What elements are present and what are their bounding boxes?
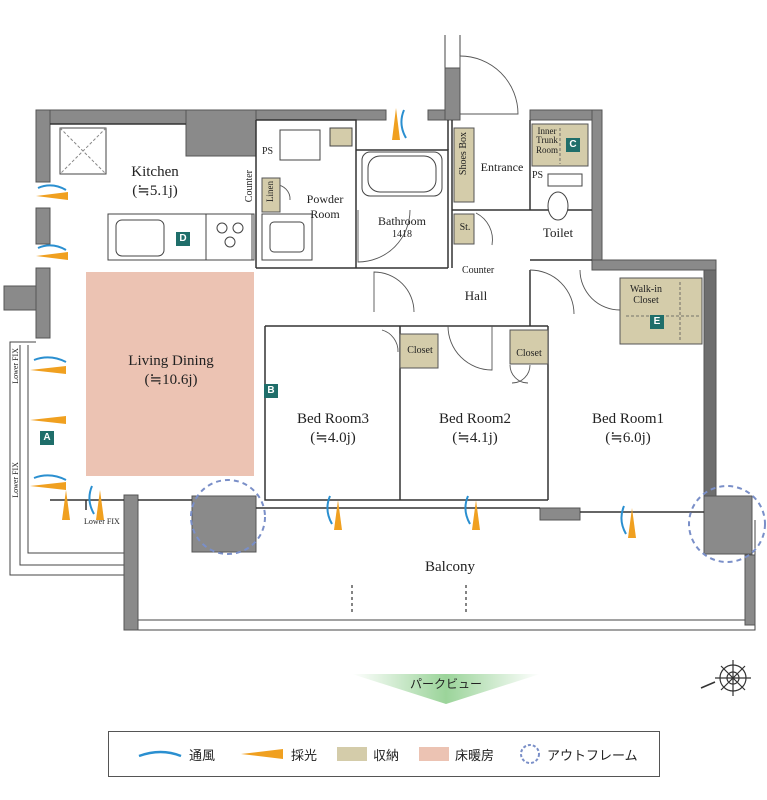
tag-e: E xyxy=(650,315,664,329)
legend-label-outframe: アウトフレーム xyxy=(547,748,638,764)
walk-in-closet-label: Walk-in Closet xyxy=(630,284,662,306)
outframe-marker-right xyxy=(688,485,766,563)
ps-label-powder: PS xyxy=(262,146,274,157)
light-marker xyxy=(334,500,342,530)
living-dining-size: (≒10.6j) xyxy=(144,371,198,388)
wind-marker xyxy=(37,184,67,191)
park-view: パークビュー xyxy=(352,672,540,702)
wind-marker xyxy=(88,485,95,515)
kitchen-size: (≒5.1j) xyxy=(132,182,178,199)
wind-marker xyxy=(33,474,67,481)
bed-room2-size: (≒4.1j) xyxy=(452,429,498,446)
closet-label-bed3: Closet xyxy=(407,345,433,356)
kitchen-label: Kitchen (≒5.1j) xyxy=(110,163,200,201)
light-marker xyxy=(472,500,480,530)
wind-marker xyxy=(33,356,67,363)
storage-swatch xyxy=(337,747,367,761)
light-marker xyxy=(30,416,66,424)
bed-room1-label: Bed Room1 (≒6.0j) xyxy=(568,410,688,448)
park-view-arrow xyxy=(352,674,540,704)
tag-a: A xyxy=(40,431,54,445)
entrance-label: Entrance xyxy=(480,160,524,174)
wind-icon xyxy=(138,750,182,758)
lower-fix-label-3: Lower FIX xyxy=(84,517,120,526)
light-marker xyxy=(628,508,636,538)
hall-label: Hall xyxy=(464,288,488,303)
light-marker xyxy=(96,490,104,520)
bathroom-name: Bathroom xyxy=(378,214,426,228)
light-marker xyxy=(36,192,68,200)
bed-room2-label: Bed Room2 (≒4.1j) xyxy=(414,410,536,448)
bed-room3-size: (≒4.0j) xyxy=(310,429,356,446)
floor-heating-swatch xyxy=(419,747,449,761)
linen-label: Linen xyxy=(265,181,275,202)
wind-marker xyxy=(37,244,67,251)
wind-marker xyxy=(400,109,407,139)
tag-d: D xyxy=(176,232,190,246)
ps-label-toilet: PS xyxy=(532,170,544,181)
wind-marker xyxy=(620,505,627,535)
tag-b: B xyxy=(264,384,278,398)
tag-c: C xyxy=(566,138,580,152)
legend-item-wind: 通風 xyxy=(137,732,215,776)
bed-room3-label: Bed Room3 (≒4.0j) xyxy=(278,410,388,448)
bed-room1-size: (≒6.0j) xyxy=(605,429,651,446)
park-view-label: パークビュー xyxy=(409,677,482,691)
lower-fix-label-1: Lower FIX xyxy=(11,348,20,384)
bathroom-size: 1418 xyxy=(392,229,412,240)
legend-item-floor-heating: 床暖房 xyxy=(419,732,494,776)
compass-icon xyxy=(700,660,751,696)
powder-room-label: Powder Room xyxy=(306,192,344,221)
light-icon xyxy=(241,749,283,759)
balcony-label: Balcony xyxy=(425,559,475,575)
bed-room2-name: Bed Room2 xyxy=(438,411,512,427)
counter-label-kitchen: Counter xyxy=(244,170,255,203)
toilet-label: Toilet xyxy=(542,225,574,240)
legend: 通風 採光 収納 床暖房 アウトフレーム xyxy=(108,731,660,777)
legend-label-light: 採光 xyxy=(291,748,318,764)
living-dining-label: Living Dining (≒10.6j) xyxy=(96,352,246,390)
st-label: St. xyxy=(459,222,471,233)
legend-label-wind: 通風 xyxy=(189,748,216,764)
outframe-icon xyxy=(520,744,540,764)
legend-item-storage: 収納 xyxy=(337,732,399,776)
bed-room1-name: Bed Room1 xyxy=(591,411,665,427)
counter-label-hall: Counter xyxy=(462,265,495,276)
kitchen-name: Kitchen xyxy=(131,164,179,180)
wind-marker xyxy=(464,495,471,525)
inner-trunk-room-label: Inner Trunk Room xyxy=(535,126,558,155)
outframe-marker-left xyxy=(190,479,266,555)
light-marker xyxy=(30,482,66,490)
light-marker xyxy=(36,252,68,260)
legend-label-floor-heating: 床暖房 xyxy=(455,748,495,764)
shoes-box-label: Shoes Box xyxy=(458,132,469,176)
living-dining-name: Living Dining xyxy=(128,353,214,369)
legend-item-light: 採光 xyxy=(239,732,317,776)
bathroom-label: Bathroom 1418 xyxy=(362,214,442,242)
floor-heating-area xyxy=(86,272,254,476)
legend-label-storage: 収納 xyxy=(373,748,400,764)
lower-fix-label-2: Lower FIX xyxy=(11,462,20,498)
light-marker xyxy=(392,108,400,140)
bed-room3-name: Bed Room3 xyxy=(296,411,370,427)
wind-marker xyxy=(326,495,333,525)
legend-item-outframe: アウトフレーム xyxy=(519,732,638,776)
light-marker xyxy=(62,490,70,520)
light-marker xyxy=(30,366,66,374)
closet-label-bed2: Closet xyxy=(516,348,542,359)
